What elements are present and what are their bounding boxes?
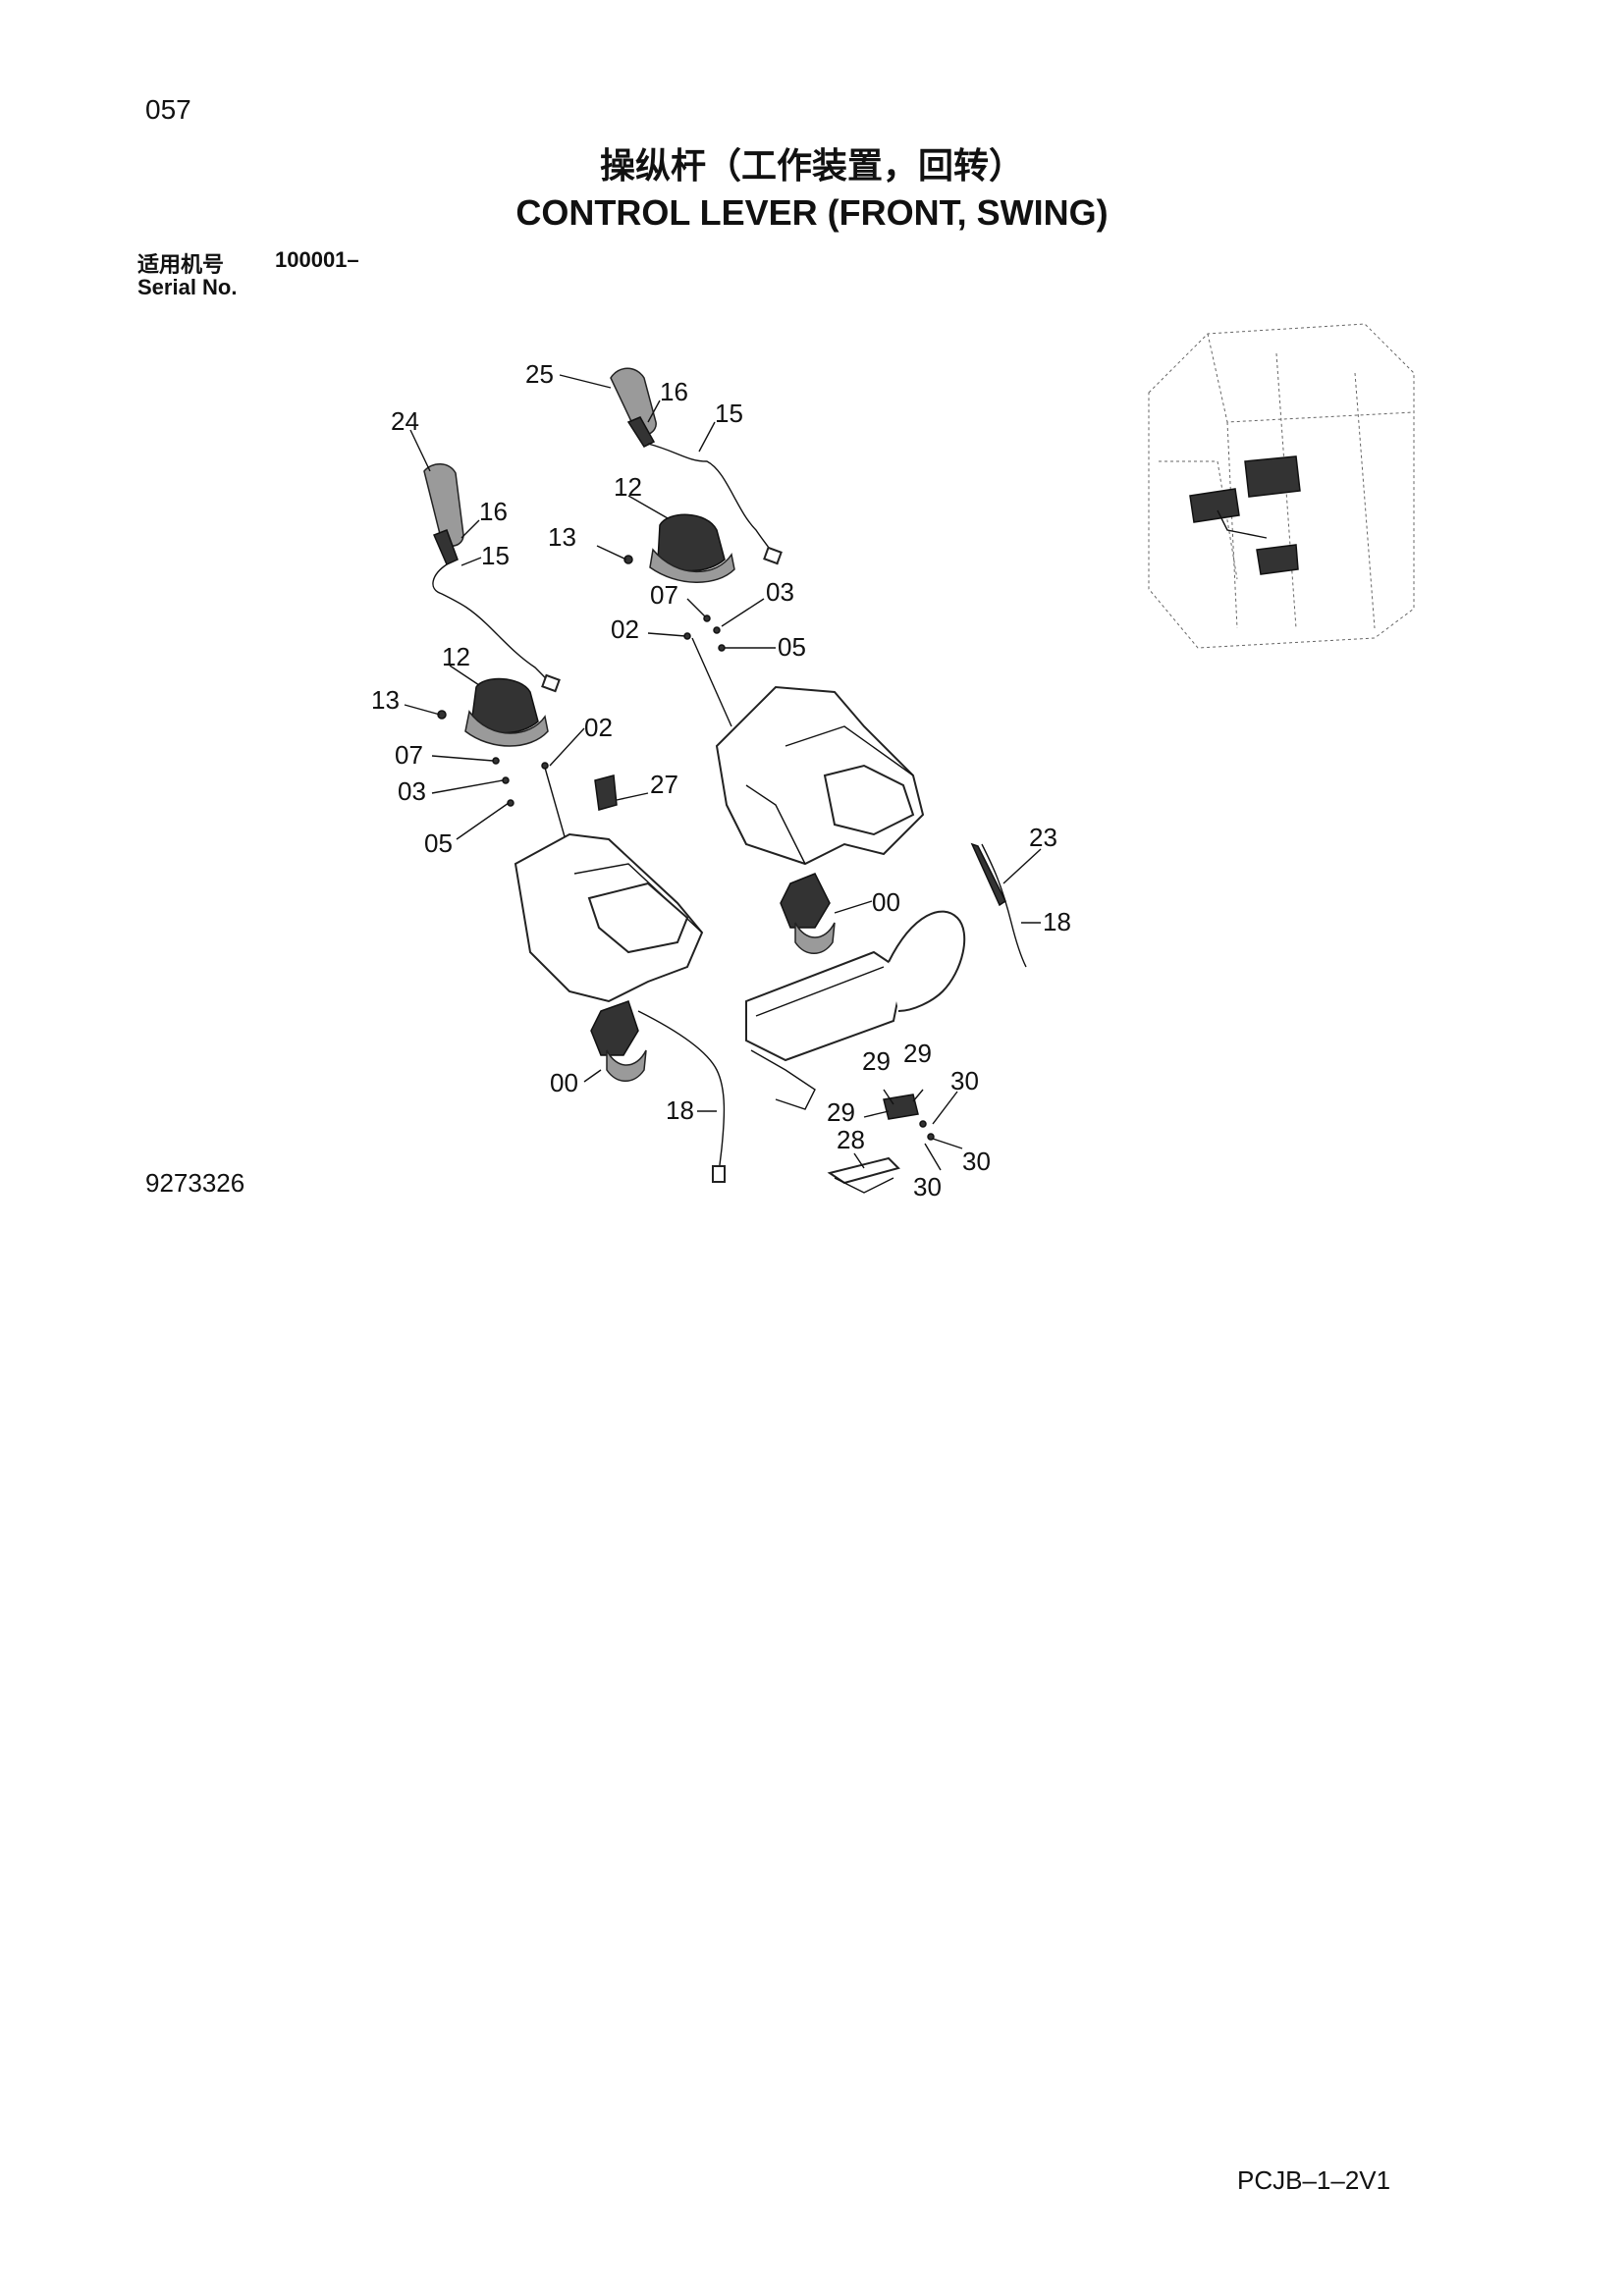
callout-label: 13 [548, 522, 576, 552]
callout-label: 29 [827, 1097, 855, 1127]
callout-label: 27 [650, 770, 678, 799]
callout-label: 05 [778, 632, 806, 662]
callout-label: 02 [584, 713, 613, 742]
callout-label: 25 [525, 359, 554, 389]
callout-label: 07 [395, 740, 423, 770]
callout-label: 15 [481, 541, 510, 570]
callout-label: 18 [666, 1095, 694, 1125]
callout-label: 12 [614, 472, 642, 502]
left-lever-assembly [423, 463, 726, 1183]
callout-label: 03 [398, 776, 426, 806]
callout-label: 30 [950, 1066, 979, 1095]
callout-label: 28 [837, 1125, 865, 1154]
callout-label: 05 [424, 828, 453, 858]
callout-label: 29 [862, 1046, 891, 1076]
serial-label-english: Serial No. [137, 275, 238, 299]
callout-labels: 25 16 15 24 12 13 16 15 07 03 02 05 12 1… [371, 359, 1071, 1201]
page-number: 057 [145, 94, 191, 125]
title-english: CONTROL LEVER (FRONT, SWING) [515, 192, 1109, 233]
serial-range: 100001– [275, 247, 359, 272]
figure-number: 9273326 [145, 1168, 245, 1198]
callout-label: 03 [766, 577, 794, 607]
serial-label-chinese: 适用机号 [137, 253, 225, 278]
right-lever-assembly [610, 367, 925, 954]
callout-label: 30 [962, 1147, 991, 1176]
cab-inset-drawing [1148, 323, 1415, 649]
callout-label: 30 [913, 1172, 942, 1201]
title-chinese: 操纵杆（工作装置，回转） [599, 146, 1024, 187]
callout-label: 24 [391, 406, 419, 436]
callout-label: 13 [371, 685, 400, 715]
callout-label: 07 [650, 580, 678, 610]
document-code: PCJB–1–2V1 [1237, 2165, 1391, 2195]
callout-label: 29 [903, 1039, 932, 1068]
callout-label: 16 [479, 497, 508, 526]
callout-label: 02 [611, 614, 639, 644]
callout-label: 18 [1043, 907, 1071, 936]
callout-label: 00 [872, 887, 900, 917]
callout-label: 12 [442, 642, 470, 671]
callout-label: 00 [550, 1068, 578, 1097]
callout-label: 16 [660, 377, 688, 406]
callout-label: 15 [715, 399, 743, 428]
callout-label: 23 [1029, 823, 1057, 852]
console-bracket-assembly [745, 842, 1027, 1194]
callout-leaders [404, 374, 1042, 1171]
